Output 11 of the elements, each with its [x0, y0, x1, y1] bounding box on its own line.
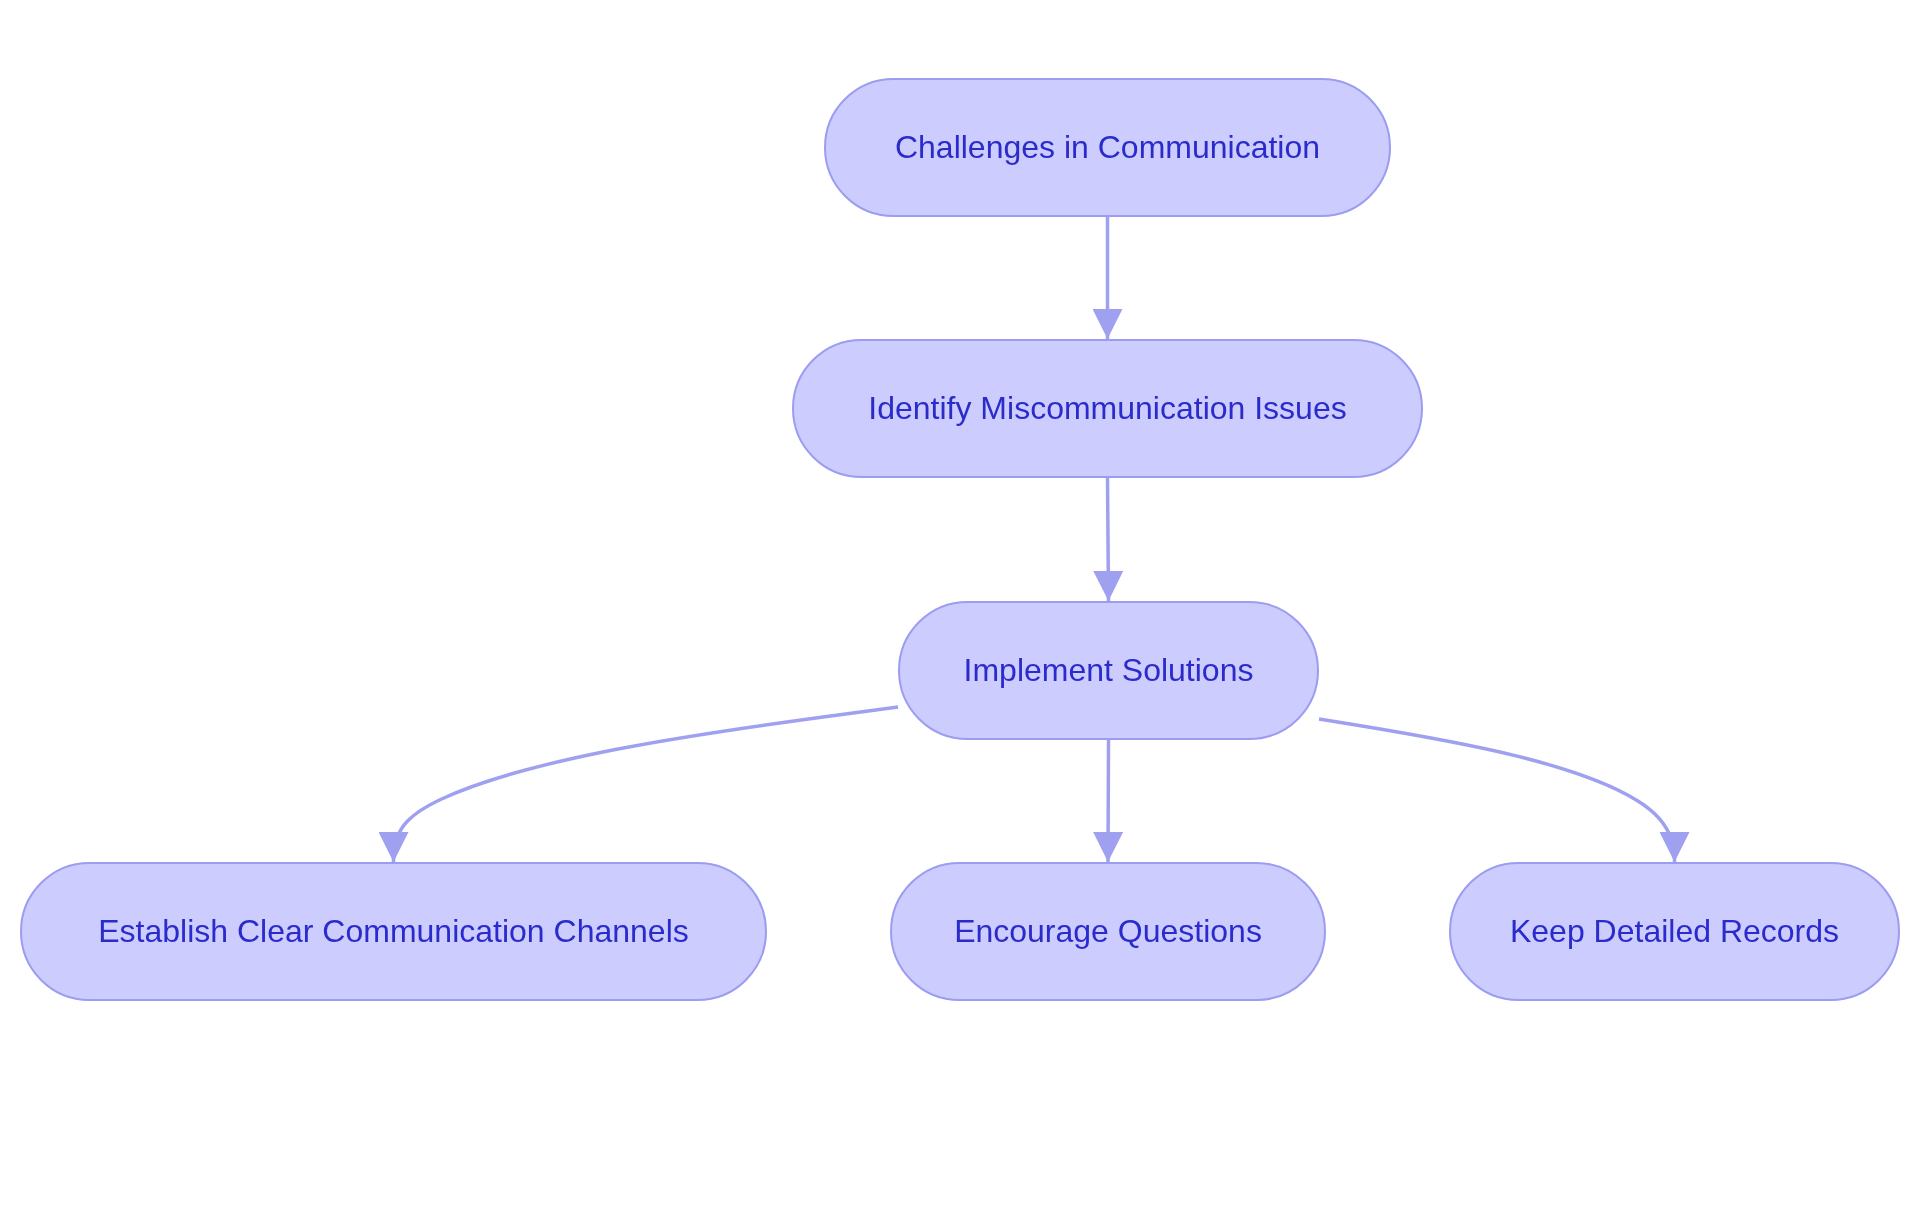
arrow [1318, 717, 1690, 862]
arrow [378, 705, 899, 862]
node-label: Implement Solutions [963, 652, 1254, 689]
arrow [1093, 740, 1124, 862]
arrow [1092, 217, 1123, 339]
node-label: Keep Detailed Records [1509, 913, 1840, 950]
arrow [1093, 478, 1124, 601]
node-label: Encourage Questions [954, 913, 1262, 950]
node-label: Challenges in Communication [894, 129, 1321, 166]
node-label: Establish Clear Communication Channels [98, 913, 689, 950]
node-label: Identify Miscommunication Issues [868, 390, 1347, 427]
